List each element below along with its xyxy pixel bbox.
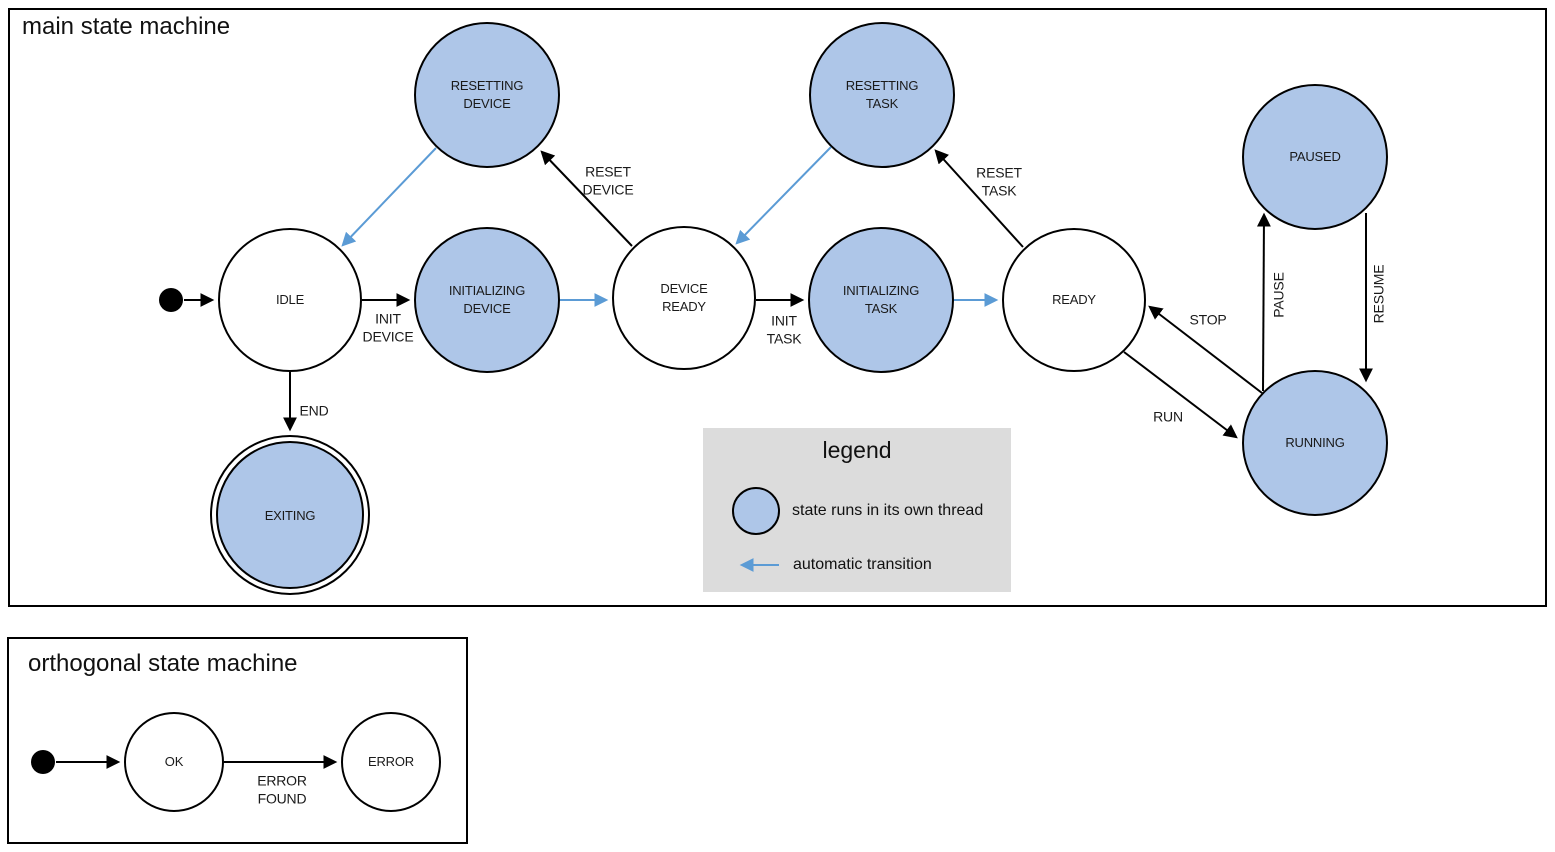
state-ready: READY — [1002, 228, 1146, 372]
state-running: RUNNING — [1242, 370, 1388, 516]
state-initializing-task: INITIALIZING TASK — [808, 227, 954, 373]
orthogonal-state-machine-title: orthogonal state machine — [28, 650, 298, 677]
legend-box: legend state runs in its own thread auto… — [703, 428, 1011, 592]
label-end: END — [299, 402, 329, 419]
label-reset-task: RESET TASK — [976, 164, 1022, 199]
orthogonal-initial-state-dot — [31, 750, 55, 774]
label-resume: RESUME — [1370, 264, 1387, 324]
main-state-machine-title: main state machine — [22, 13, 231, 40]
label-init-device: INIT DEVICE — [362, 310, 414, 345]
state-resetting-device: RESETTING DEVICE — [414, 22, 560, 168]
label-pause: PAUSE — [1270, 272, 1287, 318]
legend-title: legend — [822, 437, 892, 463]
state-device-ready: DEVICE READY — [612, 226, 756, 370]
state-resetting-task: RESETTING TASK — [809, 22, 955, 168]
state-exiting: EXITING — [216, 441, 364, 589]
legend-auto-item-label: automatic transition — [793, 556, 932, 573]
label-reset-device: RESET DEVICE — [582, 163, 634, 198]
label-error-found: ERROR FOUND — [257, 772, 307, 807]
state-initializing-device: INITIALIZING DEVICE — [414, 227, 560, 373]
state-ok: OK — [124, 712, 224, 812]
label-init-task: INIT TASK — [766, 312, 802, 347]
initial-state-dot — [159, 288, 183, 312]
label-run: RUN — [1153, 408, 1183, 425]
final-state-exiting: EXITING — [210, 435, 370, 595]
legend-thread-item-label: state runs in its own thread — [792, 502, 984, 519]
state-idle: IDLE — [218, 228, 362, 372]
label-stop: STOP — [1189, 311, 1227, 328]
state-error: ERROR — [341, 712, 441, 812]
thread-state-sample-icon — [732, 487, 780, 535]
state-paused: PAUSED — [1242, 84, 1388, 230]
